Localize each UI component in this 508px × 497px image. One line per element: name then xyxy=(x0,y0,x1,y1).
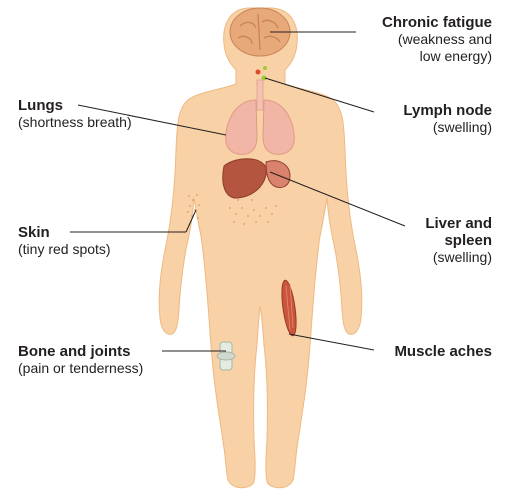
label-bone-joints: Bone and joints (pain or tenderness) xyxy=(18,343,198,377)
chronic-fatigue-title: Chronic fatigue xyxy=(330,14,492,31)
lungs-title: Lungs xyxy=(18,97,63,114)
label-muscle-aches: Muscle aches xyxy=(360,343,492,360)
label-lungs: Lungs (shortness breath) xyxy=(18,97,188,131)
label-chronic-fatigue: Chronic fatigue (weakness and low energy… xyxy=(330,14,492,65)
liver-spleen-desc: (swelling) xyxy=(380,249,492,266)
skin-desc: (tiny red spots) xyxy=(18,241,168,258)
lungs-desc: (shortness breath) xyxy=(18,114,188,131)
bone-joints-title: Bone and joints xyxy=(18,343,131,360)
label-lymph-node: Lymph node (swelling) xyxy=(360,102,492,136)
chronic-fatigue-desc-2: low energy) xyxy=(330,48,492,65)
bone-joints-desc: (pain or tenderness) xyxy=(18,360,198,377)
muscle-aches-title: Muscle aches xyxy=(360,343,492,360)
label-skin: Skin (tiny red spots) xyxy=(18,224,168,258)
chronic-fatigue-desc-1: (weakness and xyxy=(330,31,492,48)
lymph-node-desc: (swelling) xyxy=(360,119,492,136)
skin-title: Skin xyxy=(18,224,50,241)
trachea-icon xyxy=(257,80,263,110)
liver-spleen-title-2: spleen xyxy=(380,232,492,249)
lymph-node-title: Lymph node xyxy=(360,102,492,119)
label-liver-spleen: Liver and spleen (swelling) xyxy=(380,215,492,266)
liver-spleen-title-1: Liver and xyxy=(380,215,492,232)
knee-joint-icon xyxy=(217,342,235,370)
